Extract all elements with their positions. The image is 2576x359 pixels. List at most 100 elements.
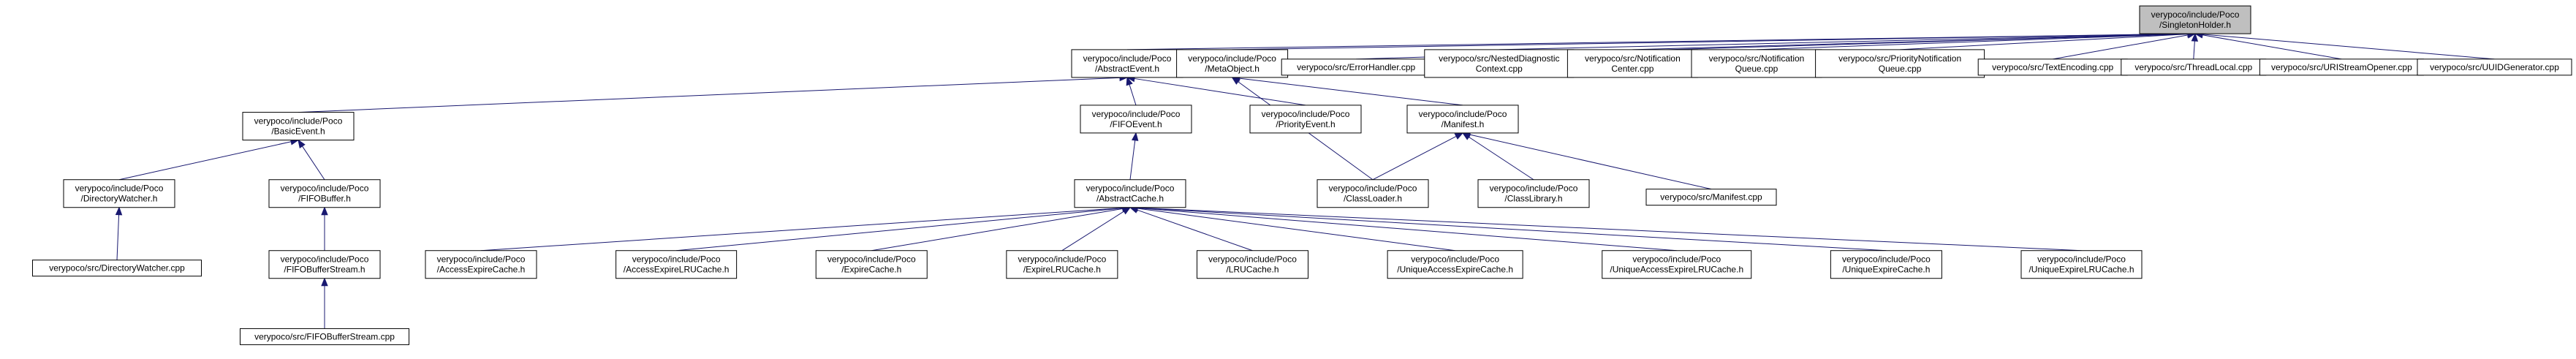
node-abstractevent[interactable]: verypoco/include/Poco/AbstractEvent.h <box>1071 49 1183 78</box>
node-label-line: verypoco/src/Manifest.cpp <box>1660 192 1762 203</box>
node-label-line: verypoco/src/ThreadLocal.cpp <box>2134 62 2252 72</box>
node-label-line: verypoco/include/Poco <box>1018 254 1107 265</box>
node-label-line: /UniqueAccessExpireCache.h <box>1397 265 1513 275</box>
node-uniqueexpire[interactable]: verypoco/include/Poco/UniqueExpireCache.… <box>1830 250 1942 279</box>
edge-textencoding-to-singleton <box>2053 34 2189 60</box>
edge-lrucache-to-abstractcache <box>1137 209 1253 252</box>
node-box <box>32 260 202 277</box>
node-label-line: /LRUCache.h <box>1226 265 1278 275</box>
edge-abstractcache-to-fifoevent <box>1129 140 1136 180</box>
node-manifestcpp[interactable]: verypoco/src/Manifest.cpp <box>1645 189 1777 206</box>
node-label-line: /FIFOBuffer.h <box>298 194 351 204</box>
node-label-line: verypoco/include/Poco <box>254 116 343 126</box>
node-uniqueaccessexpirelru[interactable]: verypoco/include/Poco/UniqueAccessExpire… <box>1602 250 1752 279</box>
node-label-line: verypoco/src/PriorityNotification <box>1838 53 1961 64</box>
node-label-line: verypoco/include/Poco <box>1208 254 1297 265</box>
node-abstractcache[interactable]: verypoco/include/Poco/AbstractCache.h <box>1074 179 1186 208</box>
node-box <box>2417 58 2572 76</box>
node-accessexpire[interactable]: verypoco/include/Poco/AccessExpireCache.… <box>425 250 537 279</box>
node-label-line: /FIFOEvent.h <box>1110 119 1162 129</box>
node-label-line: verypoco/src/UUIDGenerator.cpp <box>2430 62 2559 72</box>
node-label-line: verypoco/src/FIFOBufferStream.cpp <box>254 331 395 341</box>
node-accessexpirelru[interactable]: verypoco/include/Poco/AccessExpireLRUCac… <box>615 250 738 279</box>
edge-classloader-to-manifest <box>1372 136 1457 181</box>
node-box <box>815 250 928 279</box>
edge-metaobject-to-singleton <box>1232 33 2189 50</box>
node-label-line: verypoco/src/DirectoryWatcher.cpp <box>49 263 185 273</box>
edge-arrowhead-classloader-to-manifest <box>1454 132 1464 140</box>
node-box <box>1249 105 1362 134</box>
node-expirelru[interactable]: verypoco/include/Poco/ExpireLRUCache.h <box>1006 250 1118 279</box>
node-threadlocal[interactable]: verypoco/src/ThreadLocal.cpp <box>2121 58 2267 76</box>
node-dirwatcher[interactable]: verypoco/include/Poco/DirectoryWatcher.h <box>63 179 175 208</box>
node-classloader[interactable]: verypoco/include/Poco/ClassLoader.h <box>1317 179 1429 208</box>
node-label-line: /DirectoryWatcher.h <box>81 194 158 204</box>
node-box <box>1006 250 1118 279</box>
node-priorityevent[interactable]: verypoco/include/Poco/PriorityEvent.h <box>1249 105 1362 134</box>
node-fifobufstreamcpp[interactable]: verypoco/src/FIFOBufferStream.cpp <box>240 328 409 345</box>
edge-dirwatchercpp-to-dirwatcher <box>116 214 120 260</box>
node-uuidgen[interactable]: verypoco/src/UUIDGenerator.cpp <box>2417 58 2572 76</box>
node-box <box>63 179 175 208</box>
node-lrucache[interactable]: verypoco/include/Poco/LRUCache.h <box>1197 250 1308 279</box>
node-label-line: verypoco/include/Poco <box>1411 254 1499 265</box>
node-label-line: /UniqueExpireCache.h <box>1842 265 1930 275</box>
edge-arrowhead-fifobuffer-to-basicevent <box>298 139 306 148</box>
node-label-line: verypoco/include/Poco <box>437 254 526 265</box>
node-box <box>1080 105 1192 134</box>
edge-fifoevent-to-abstractevent <box>1129 84 1137 106</box>
node-uniqueaccessexpire[interactable]: verypoco/include/Poco/UniqueAccessExpire… <box>1387 250 1523 279</box>
edge-uniqueexpirelru-to-abstractcache <box>1137 207 2082 252</box>
node-label-line: verypoco/src/NestedDiagnostic <box>1439 53 1559 64</box>
node-prionotifqueue[interactable]: verypoco/src/PriorityNotificationQueue.c… <box>1815 49 1985 78</box>
node-label-line: verypoco/include/Poco <box>1086 184 1175 194</box>
node-singleton[interactable]: verypoco/include/Poco/SingletonHolder.h <box>2139 5 2251 34</box>
node-box <box>1197 250 1308 279</box>
node-label-line: Queue.cpp <box>1735 64 1778 74</box>
edge-dirwatcher-to-basicevent <box>118 141 292 181</box>
node-label-line: Context.cpp <box>1476 64 1523 74</box>
node-label-line: verypoco/include/Poco <box>1188 53 1276 64</box>
node-textencoding[interactable]: verypoco/src/TextEncoding.cpp <box>1977 58 2128 76</box>
node-label-line: verypoco/include/Poco <box>281 254 369 265</box>
node-label-line: verypoco/src/ErrorHandler.cpp <box>1297 62 1415 72</box>
node-uniqueexpirelru[interactable]: verypoco/include/Poco/UniqueExpireLRUCac… <box>2020 250 2143 279</box>
edge-manifest-to-metaobject <box>1239 78 1463 106</box>
node-uristream[interactable]: verypoco/src/URIStreamOpener.cpp <box>2259 58 2424 76</box>
edge-manifestcpp-to-manifest <box>1469 134 1712 190</box>
node-label-line: verypoco/include/Poco <box>75 184 164 194</box>
node-errorhandler[interactable]: verypoco/src/ErrorHandler.cpp <box>1281 58 1431 76</box>
node-box <box>268 250 381 279</box>
node-fifobufstream[interactable]: verypoco/include/Poco/FIFOBufferStream.h <box>268 250 381 279</box>
node-box <box>242 112 355 141</box>
node-label-line: /UniqueExpireLRUCache.h <box>2028 265 2134 275</box>
node-box <box>1387 250 1523 279</box>
node-expirecache[interactable]: verypoco/include/Poco/ExpireCache.h <box>815 250 928 279</box>
node-box <box>1645 189 1777 206</box>
node-box <box>1815 49 1985 78</box>
node-box <box>1424 49 1575 78</box>
edge-basicevent-to-abstractevent <box>298 77 1121 113</box>
node-manifest[interactable]: verypoco/include/Poco/Manifest.h <box>1406 105 1519 134</box>
node-label-line: /ClassLibrary.h <box>1504 194 1562 204</box>
node-box <box>2139 5 2251 34</box>
node-label-line: /UniqueAccessExpireLRUCache.h <box>1610 265 1743 275</box>
node-label-line: Center.cpp <box>1611 64 1653 74</box>
node-fifoevent[interactable]: verypoco/include/Poco/FIFOEvent.h <box>1080 105 1192 134</box>
node-label-line: verypoco/src/URIStreamOpener.cpp <box>2271 62 2412 72</box>
node-label-line: verypoco/include/Poco <box>2151 10 2240 20</box>
node-label-line: /ExpireLRUCache.h <box>1023 265 1101 275</box>
node-fifobuffer[interactable]: verypoco/include/Poco/FIFOBuffer.h <box>268 179 381 208</box>
edge-notifcenter-to-singleton <box>1632 33 2189 50</box>
node-label-line: verypoco/include/Poco <box>1083 53 1172 64</box>
node-basicevent[interactable]: verypoco/include/Poco/BasicEvent.h <box>242 112 355 141</box>
node-metaobject[interactable]: verypoco/include/Poco/MetaObject.h <box>1176 49 1289 78</box>
node-dirwatchercpp[interactable]: verypoco/src/DirectoryWatcher.cpp <box>32 260 202 277</box>
edge-arrowhead-threadlocal-to-singleton <box>2191 32 2199 42</box>
edge-uuidgen-to-singleton <box>2202 34 2495 60</box>
edge-notifqueue-to-singleton <box>1756 33 2189 50</box>
node-classlibrary[interactable]: verypoco/include/Poco/ClassLibrary.h <box>1477 179 1590 208</box>
